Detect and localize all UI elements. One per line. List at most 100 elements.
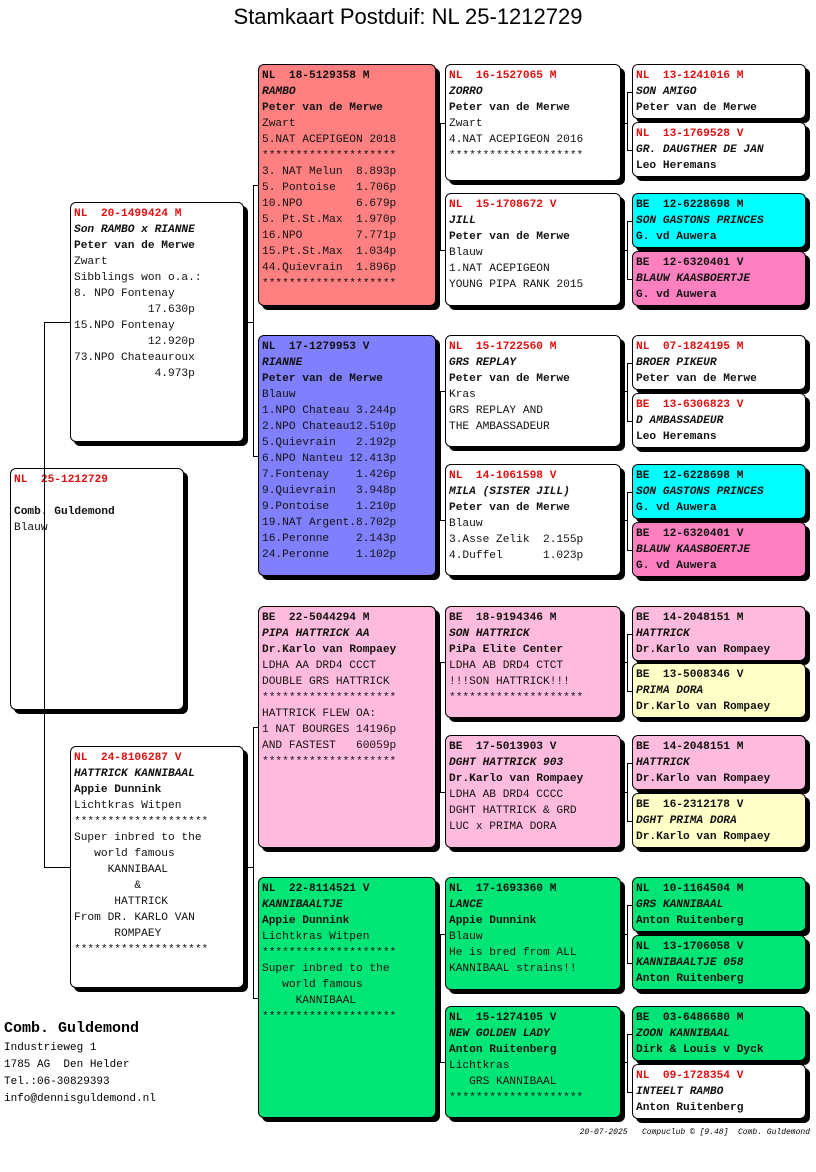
info-line: & — [74, 880, 142, 892]
connector-line — [621, 662, 627, 663]
info-line: He is bred from ALL — [449, 947, 577, 959]
pigeon-name: Son RAMBO x RIANNE — [74, 224, 195, 236]
info-line: KANNIBAAL strains!! — [449, 963, 577, 975]
connector-line — [44, 322, 45, 867]
connector-line — [621, 791, 627, 793]
breeder-name: Leo Heremans — [636, 431, 717, 443]
ring-number: NL 24-8106287 V — [74, 752, 182, 764]
info-line: LDHA AB DRD4 CCCC — [449, 789, 564, 801]
ring-number: BE 12-6320401 V — [636, 257, 744, 269]
page-title: Stamkaart Postduif: NL 25-1212729 — [233, 4, 583, 29]
info-line: world famous — [74, 848, 175, 860]
connector-line — [253, 455, 258, 457]
info-line: Blauw — [449, 931, 483, 943]
breeder-name: Peter van de Merwe — [636, 102, 757, 114]
ring-number: BE 13-6306823 V — [636, 399, 744, 411]
connector-line — [627, 690, 632, 692]
pigeon-name: KANNIBAALTJE — [262, 899, 343, 911]
connector-line — [44, 867, 70, 868]
info-line: 7.Fontenay 1.426p — [262, 469, 397, 481]
connector-line — [627, 633, 628, 691]
info-line: Lichtkras Witpen — [74, 800, 182, 812]
ring-number: NL 15-1708672 V — [449, 199, 557, 211]
pigeon-name: GRS REPLAY — [449, 357, 517, 369]
connector-line — [627, 91, 632, 93]
breeder-name: Peter van de Merwe — [262, 102, 383, 114]
breeder-name: Dr.Karlo van Rompaey — [636, 773, 771, 785]
info-line: 4.Duffel 1.023p — [449, 550, 584, 562]
pigeon-name: INTEELT RAMBO — [636, 1086, 724, 1098]
info-line: 16.NPO 7.771p — [262, 230, 397, 242]
ring-number: NL 16-1527065 M — [449, 70, 557, 82]
connector-line — [244, 867, 253, 868]
connector-line — [440, 122, 441, 250]
spacer — [14, 488, 180, 504]
connector-line — [621, 520, 627, 521]
pigeon-name: RIANNE — [262, 357, 303, 369]
owner-phone: Tel.:06-30829393 — [4, 1076, 110, 1088]
connector-line — [621, 1062, 627, 1063]
connector-line — [627, 420, 632, 422]
connector-line — [440, 933, 445, 935]
pigeon-name: PRIMA DORA — [636, 685, 704, 697]
pigeon-name: KANNIBAALTJE 058 — [636, 957, 744, 969]
breeder-name: Peter van de Merwe — [262, 373, 383, 385]
info-line: 6.NPO Nanteu 12.413p — [262, 453, 397, 465]
pigeon-name: JILL — [449, 215, 476, 227]
connector-line — [627, 220, 628, 279]
ring-number: NL 18-5129358 M — [262, 70, 370, 82]
info-line: Zwart — [74, 256, 108, 268]
owner-address: Industrieweg 1 — [4, 1042, 97, 1054]
connector-line — [440, 249, 445, 251]
pigeon-name: BLAUW KAASBOERTJE — [636, 273, 751, 285]
connector-line — [627, 1091, 632, 1093]
connector-line — [627, 220, 632, 222]
pigeon-name: NEW GOLDEN LADY — [449, 1028, 550, 1040]
breeder-name: Peter van de Merwe — [636, 373, 757, 385]
info-line: 4.NAT ACEPIGEON 2016 — [449, 134, 584, 146]
pigeon-name: BLAUW KAASBOERTJE — [636, 544, 751, 556]
pigeon-name: SON HATTRICK — [449, 628, 530, 640]
connector-line — [440, 791, 445, 793]
info-line: GRS KANNIBAAL — [449, 1076, 557, 1088]
ring-number: NL 13-1241016 M — [636, 70, 744, 82]
info-line: 8. NPO Fontenay — [74, 288, 175, 300]
ring-number: BE 16-2312178 V — [636, 799, 744, 811]
info-line: 1 NAT BOURGES 14196p — [262, 724, 397, 736]
breeder-name: Dr.Karlo van Rompaey — [449, 773, 584, 785]
info-line: ******************** — [449, 150, 584, 162]
connector-line — [621, 122, 627, 124]
info-line: 19.NAT Argent.8.702p — [262, 517, 397, 529]
